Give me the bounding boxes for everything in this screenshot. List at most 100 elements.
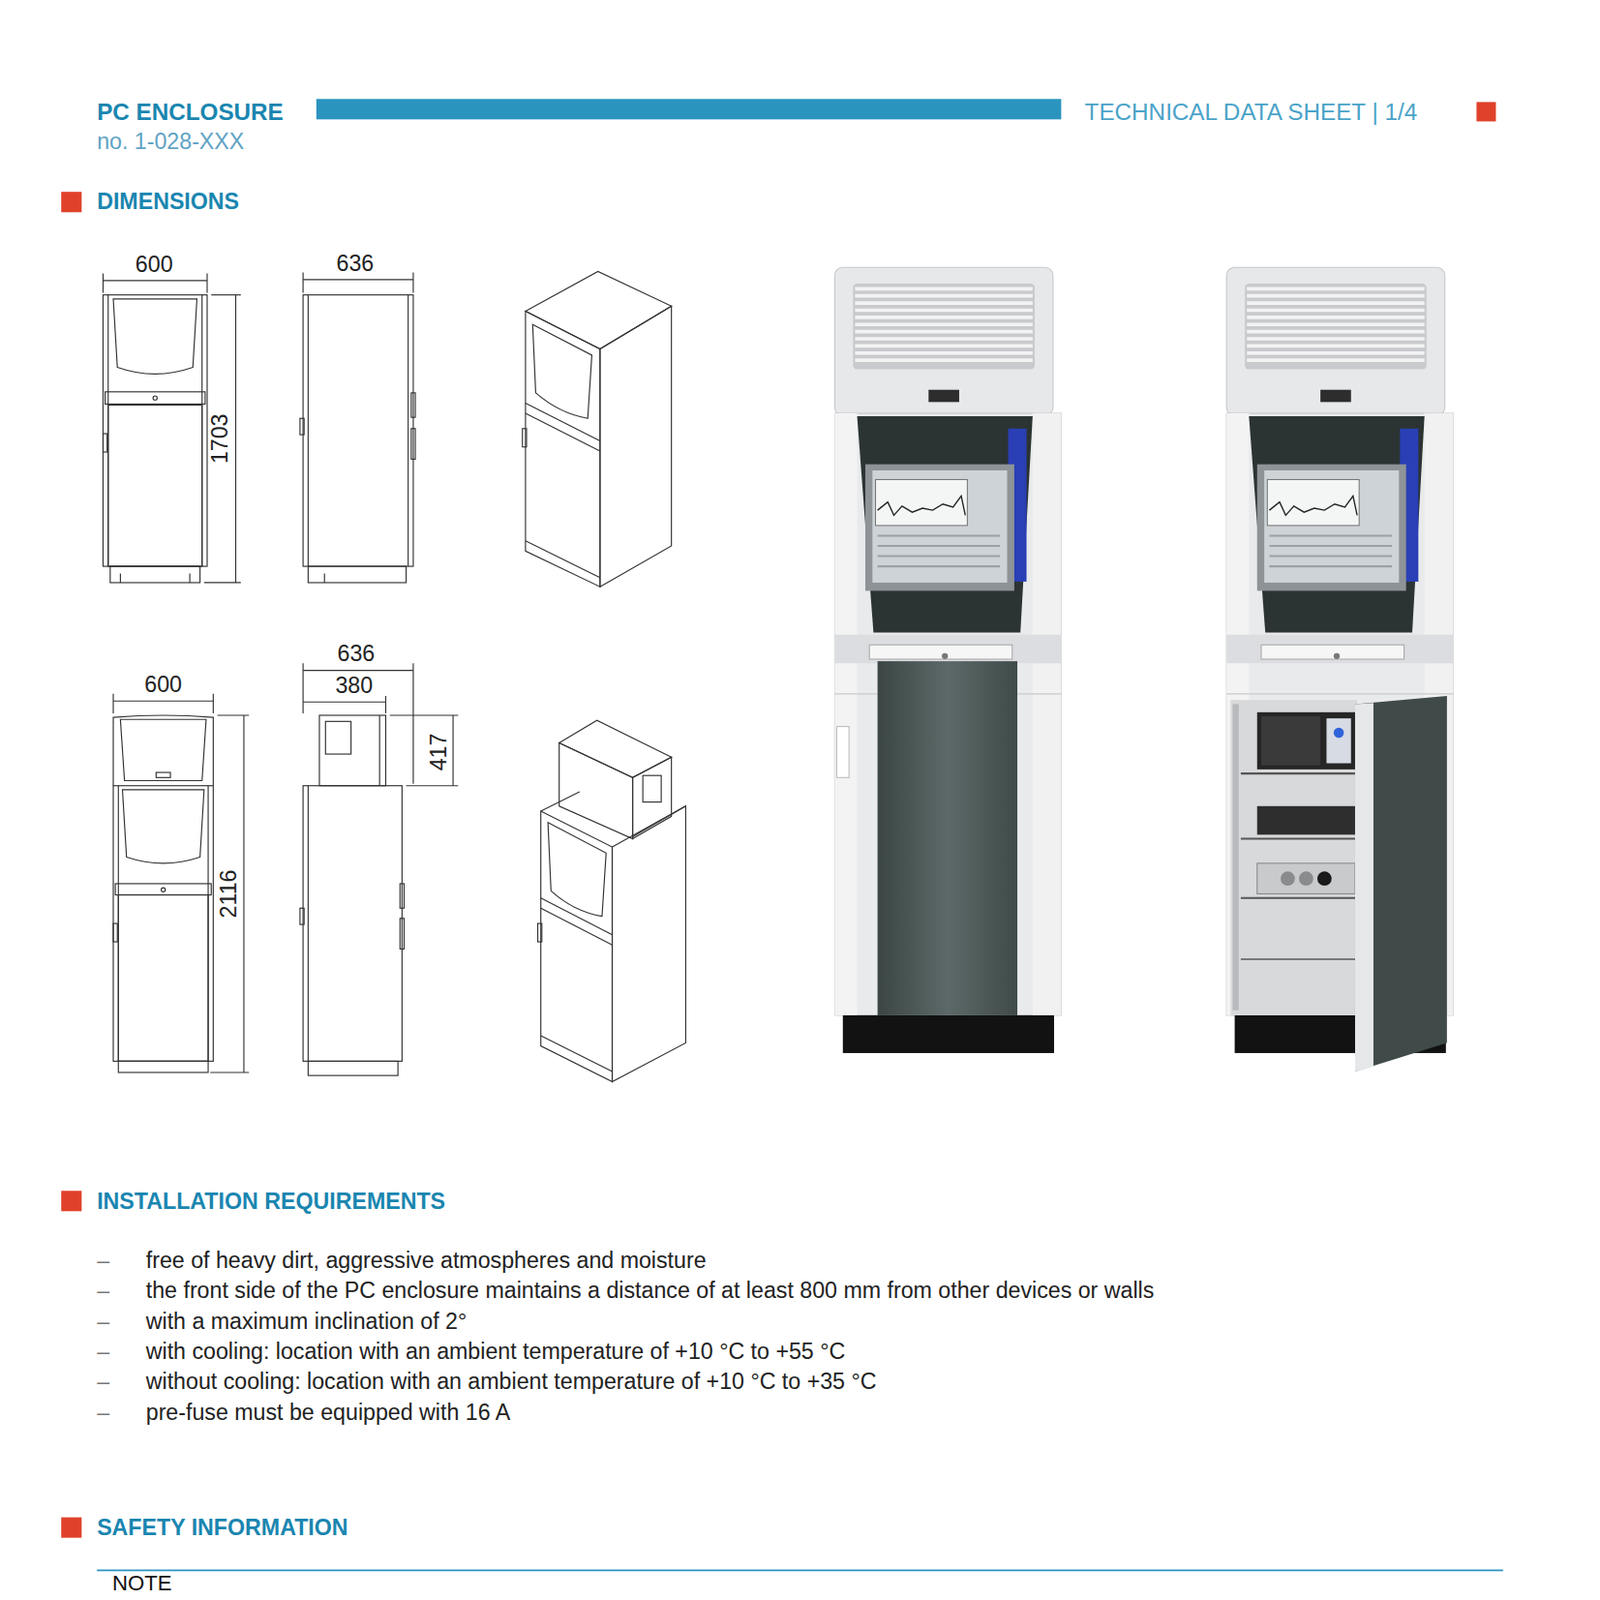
line-drawing bbox=[412, 663, 414, 784]
line-drawing bbox=[113, 700, 213, 702]
dimension: 417 bbox=[425, 733, 453, 772]
line-drawing bbox=[307, 295, 309, 567]
cabinet-photo-open bbox=[1333, 727, 1345, 739]
line-drawing bbox=[541, 811, 613, 1082]
cabinet-photo-open bbox=[1355, 702, 1374, 1072]
cabinet-photo-open bbox=[1280, 871, 1296, 886]
line-drawing bbox=[525, 402, 601, 441]
line-drawing bbox=[102, 433, 107, 453]
line-drawing bbox=[108, 405, 203, 568]
line-drawing bbox=[102, 271, 686, 1082]
line-drawing bbox=[324, 573, 326, 582]
cabinet-photo-open bbox=[1232, 703, 1238, 1010]
note-heading: NOTE bbox=[112, 1570, 173, 1596]
line-drawing bbox=[113, 299, 197, 374]
dimension: 1703 bbox=[207, 414, 234, 465]
line-drawing bbox=[118, 1060, 209, 1073]
cabinet-photo-closed bbox=[834, 267, 1061, 1054]
line-drawing bbox=[307, 785, 309, 1062]
line-drawing bbox=[411, 428, 416, 460]
list-dash: – bbox=[96, 1399, 110, 1426]
cabinet-photo-open bbox=[1240, 897, 1358, 900]
list-item: without cooling: location with an ambien… bbox=[146, 1368, 877, 1395]
line-drawing bbox=[102, 295, 208, 567]
line-drawing bbox=[242, 715, 244, 1073]
dimension: 636 bbox=[336, 250, 375, 277]
cabinet-photo-open bbox=[1240, 772, 1358, 775]
line-drawing bbox=[525, 271, 672, 349]
line-drawing bbox=[105, 392, 206, 405]
line-drawing bbox=[559, 720, 672, 778]
cabinet-photo-open bbox=[1257, 806, 1356, 836]
line-drawing bbox=[319, 715, 387, 786]
line-drawing bbox=[541, 907, 613, 945]
line-drawing bbox=[113, 923, 118, 942]
line-drawing bbox=[302, 669, 414, 671]
line-drawing bbox=[325, 721, 351, 755]
line-drawing bbox=[525, 413, 601, 452]
line-drawing bbox=[525, 311, 601, 588]
line-drawing bbox=[385, 695, 387, 714]
line-drawing bbox=[112, 694, 114, 714]
list-dash: – bbox=[96, 1308, 110, 1335]
cabinet-photo-open bbox=[1226, 267, 1453, 1072]
line-drawing bbox=[612, 806, 687, 1083]
line-drawing bbox=[399, 883, 404, 908]
line-drawing bbox=[102, 279, 208, 281]
part-number: no. 1-028-XXX bbox=[96, 128, 244, 155]
line-drawing bbox=[538, 923, 543, 942]
list-dash: – bbox=[96, 1337, 110, 1364]
line-drawing bbox=[307, 566, 406, 583]
line-drawing bbox=[110, 566, 201, 583]
cabinet-photo-closed bbox=[834, 267, 1061, 1054]
line-drawing bbox=[633, 756, 672, 839]
line-drawing bbox=[522, 428, 527, 448]
line-drawing bbox=[115, 883, 212, 896]
cabinet-photo-open bbox=[1230, 699, 1358, 1016]
line-drawing bbox=[161, 887, 166, 892]
line-drawing bbox=[212, 694, 214, 714]
line-drawing bbox=[302, 278, 414, 280]
line-drawing bbox=[452, 715, 453, 786]
line-drawing bbox=[235, 295, 237, 583]
line-drawing bbox=[642, 775, 662, 802]
line-drawing bbox=[547, 822, 606, 917]
list-item: the front side of the PC enclosure maint… bbox=[146, 1277, 1155, 1304]
header-title: PC ENCLOSURE bbox=[96, 98, 284, 126]
dimension: 600 bbox=[144, 671, 182, 698]
list-item: pre-fuse must be equipped with 16 A bbox=[146, 1399, 511, 1426]
cabinet-photo-closed bbox=[877, 661, 1018, 1016]
line-drawing bbox=[600, 305, 672, 587]
list-dash: – bbox=[96, 1247, 110, 1274]
line-drawing bbox=[302, 663, 304, 714]
line-drawing bbox=[120, 719, 207, 781]
cabinet-photo-open bbox=[1317, 871, 1332, 886]
line-drawing bbox=[390, 714, 459, 716]
red-square bbox=[60, 1190, 82, 1211]
dimension: 380 bbox=[334, 672, 373, 699]
red-square bbox=[60, 191, 82, 212]
line-drawing bbox=[113, 715, 213, 786]
line-drawing bbox=[307, 1060, 398, 1076]
line-drawing bbox=[204, 581, 242, 583]
cabinet-photo-open bbox=[1240, 837, 1358, 840]
section-heading: SAFETY INFORMATION bbox=[96, 1514, 348, 1541]
line-drawing bbox=[120, 573, 121, 582]
line-drawing bbox=[411, 392, 416, 418]
line-drawing bbox=[302, 785, 402, 1062]
line-drawing bbox=[118, 895, 209, 1062]
list-item: with cooling: location with an ambient t… bbox=[146, 1337, 846, 1364]
line-drawing bbox=[379, 715, 381, 786]
line-drawing bbox=[406, 784, 459, 786]
line-drawing bbox=[206, 273, 208, 294]
red-square bbox=[1476, 101, 1496, 121]
list-item: free of heavy dirt, aggressive atmospher… bbox=[146, 1247, 707, 1274]
cabinet-photo-open bbox=[1257, 712, 1356, 770]
line-drawing bbox=[300, 418, 304, 435]
list-dash: – bbox=[96, 1277, 110, 1304]
dimension: 636 bbox=[337, 640, 376, 667]
cabinet-photo-closed bbox=[836, 726, 849, 779]
sheet-label: TECHNICAL DATA SHEET | 1/4 bbox=[1085, 98, 1419, 126]
cabinet-photo-open bbox=[1240, 958, 1358, 961]
section-heading: DIMENSIONS bbox=[96, 188, 240, 215]
